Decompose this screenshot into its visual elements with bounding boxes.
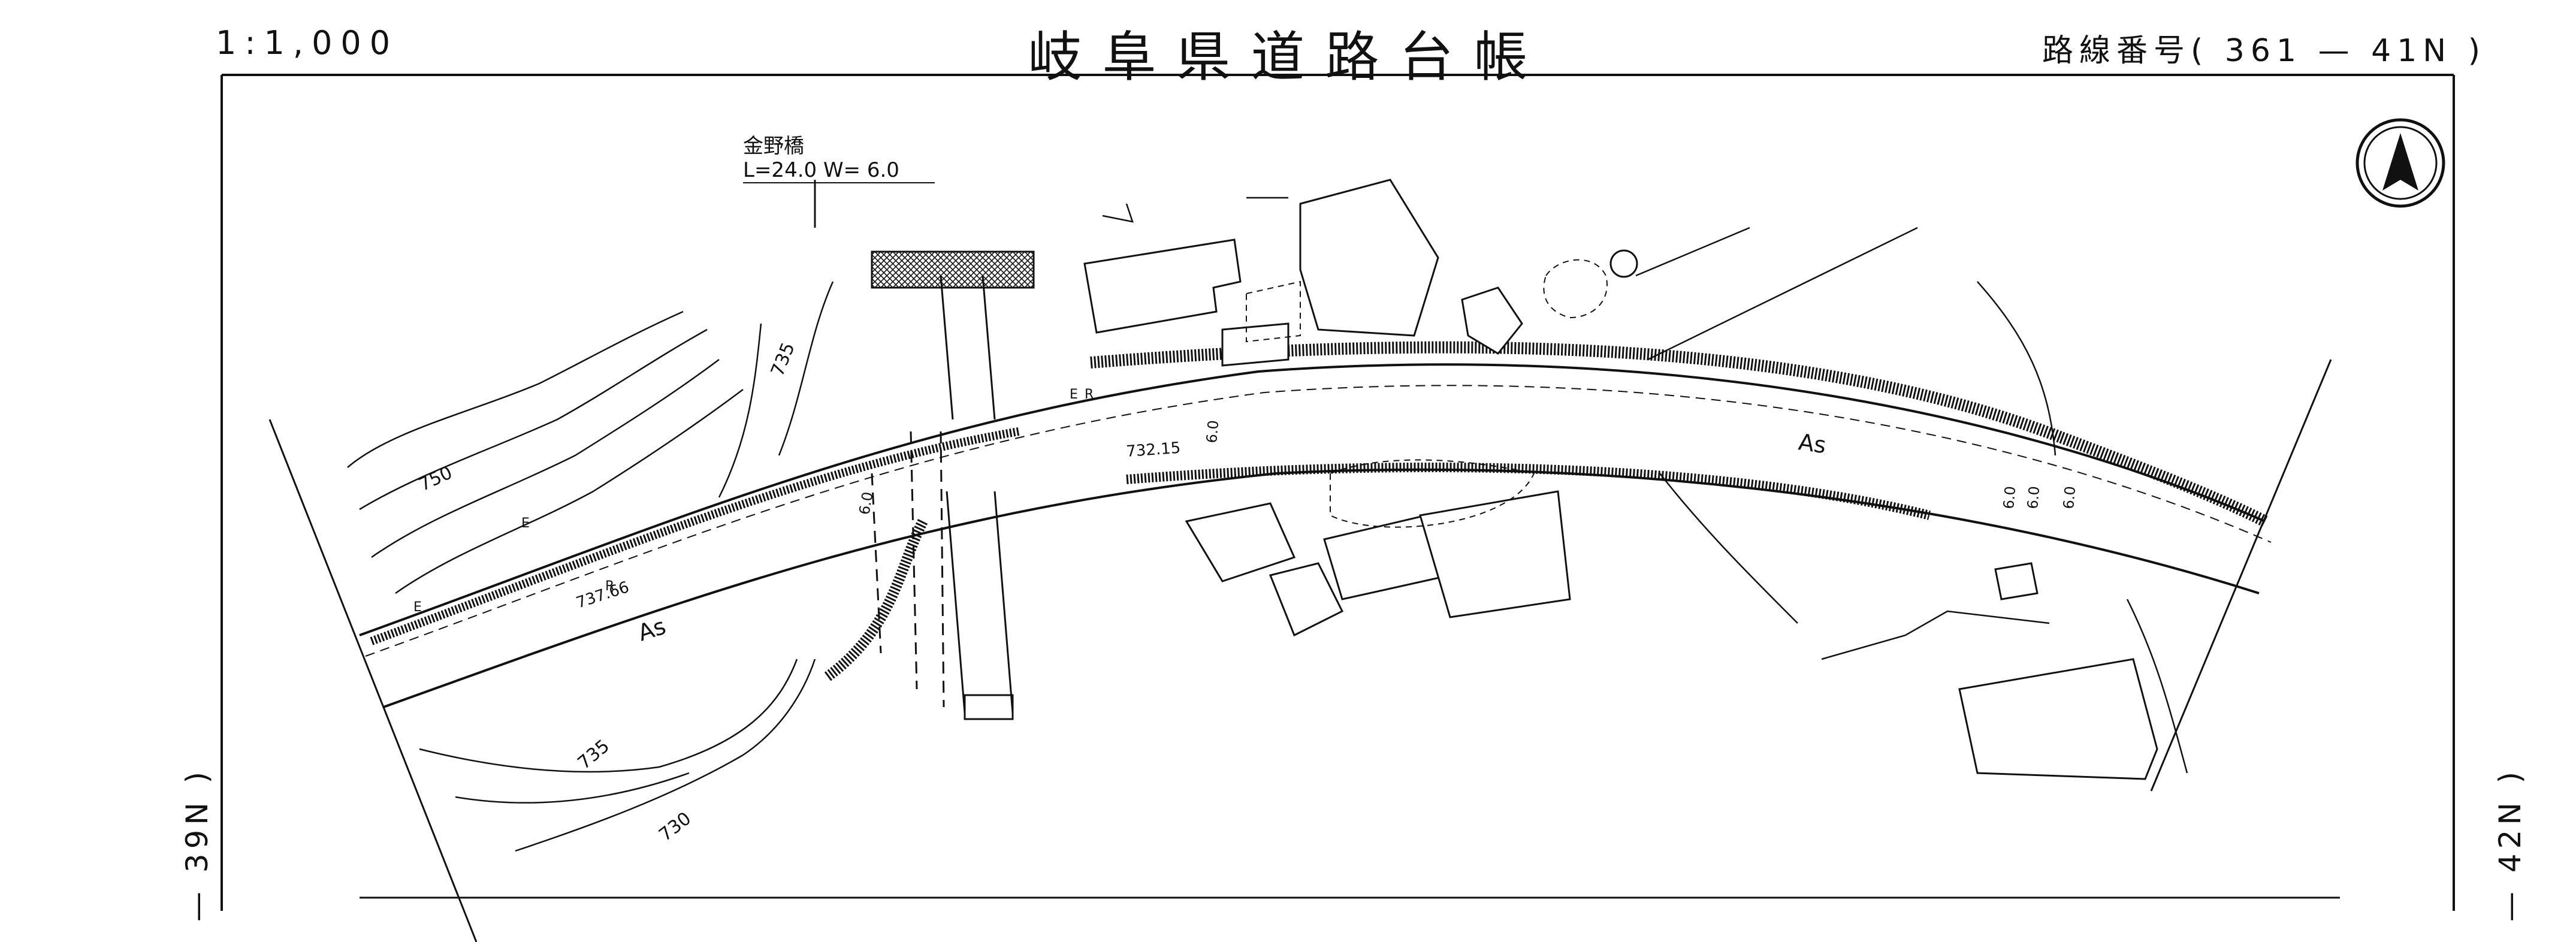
map-mark: R	[605, 579, 614, 594]
contour-lines	[347, 281, 834, 852]
main-road	[359, 341, 2272, 708]
north-arrow-icon	[2355, 118, 2445, 208]
bridge-dimensions: L=24.0 W= 6.0	[743, 158, 899, 182]
map-mark: E	[413, 600, 422, 615]
vegetation	[1246, 259, 1608, 528]
map-mark: R	[1085, 387, 1094, 402]
elevation-label: 737.66	[574, 578, 632, 612]
pavement-label: As	[635, 613, 669, 647]
page-title: 岐阜県道路台帳	[1028, 26, 1548, 89]
contour-label: 735	[574, 736, 614, 774]
bridge	[871, 250, 1035, 720]
elevation-label: 732.15	[1125, 439, 1181, 461]
boundary-lines	[1102, 197, 2188, 774]
width-label: 6.0	[856, 491, 876, 516]
contour-label: 750	[416, 462, 456, 496]
sheet-cut-left	[268, 419, 478, 942]
width-label: 6.0	[2024, 485, 2043, 509]
bridge-name: 金野橋	[743, 134, 804, 158]
map-mark: E	[1070, 387, 1078, 402]
route-number: 路線番号( 361 — 41N )	[2042, 33, 2486, 69]
map-mark: E	[521, 516, 530, 531]
width-label: 6.0	[2060, 485, 2079, 509]
contour-label: 735	[767, 340, 799, 379]
river-bank-wall	[823, 518, 928, 682]
width-label: 6.0	[2000, 485, 2019, 509]
tree-symbol	[1609, 249, 1638, 278]
sheet-cut-right	[2150, 359, 2332, 792]
map-scale: 1:1,000	[216, 24, 399, 62]
contour-label: 730	[655, 808, 695, 846]
width-label: 6.0	[1203, 419, 1222, 443]
buildings	[1083, 179, 2158, 780]
pavement-label: As	[1797, 428, 1828, 458]
